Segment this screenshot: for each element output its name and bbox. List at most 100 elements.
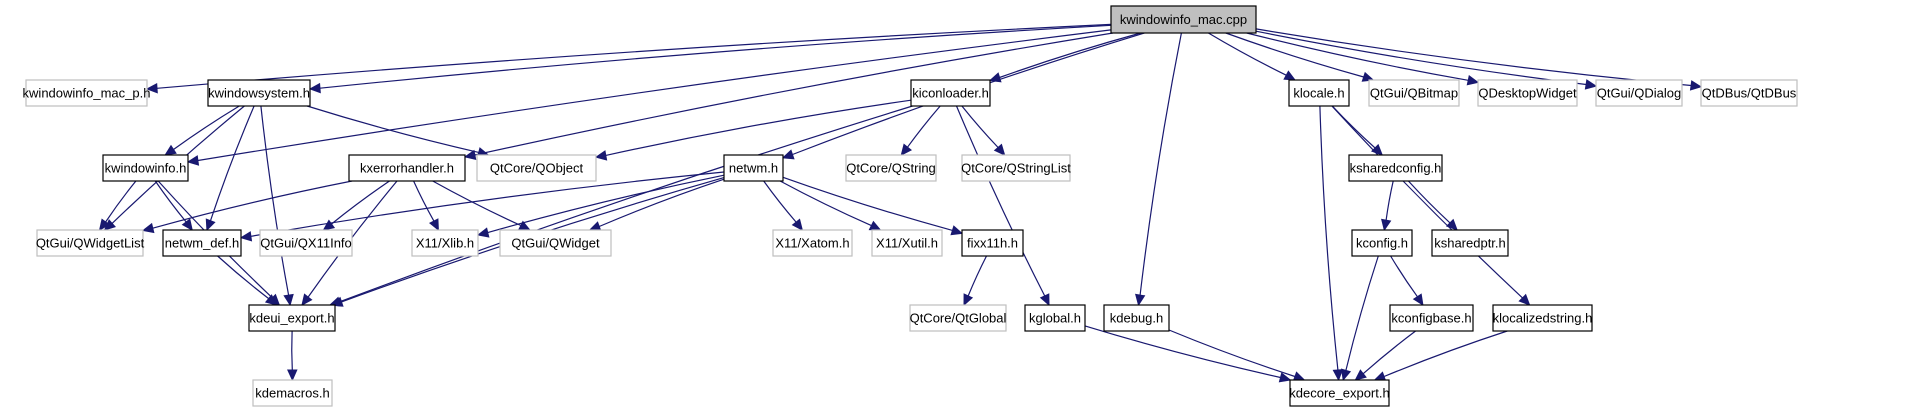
node-box <box>476 154 597 182</box>
node-label: QtCore/QtGlobal <box>910 311 1007 326</box>
node-ksharedconfig[interactable]: ksharedconfig.h <box>1348 154 1443 182</box>
edge-root-to-kxerrorhandler <box>463 32 1113 161</box>
node-box <box>1389 304 1474 332</box>
node-kwindowsystem[interactable]: kwindowsystem.h <box>207 79 311 107</box>
edge-netwm-to-xatom <box>763 180 804 231</box>
node-fixx11h[interactable]: fixx11h.h <box>961 229 1024 257</box>
node-kconfig[interactable]: kconfig.h <box>1351 229 1413 257</box>
node-label: ksharedptr.h <box>1434 236 1506 251</box>
node-label: QtGui/QDialog <box>1597 86 1682 101</box>
node-label: QtDBus/QtDBus <box>1702 86 1797 101</box>
edge-kwindowinfo-to-netwm_def <box>154 180 193 231</box>
arrowhead-icon <box>308 82 321 94</box>
edge-kwindowsystem-to-netwm_def <box>205 105 255 232</box>
arrowhead-icon <box>950 225 964 236</box>
node-kwindowinfo[interactable]: kwindowinfo.h <box>102 154 189 182</box>
arrowhead-icon <box>181 218 193 231</box>
node-root: kwindowinfo_mac.cpp <box>1110 5 1257 34</box>
node-klocale[interactable]: klocale.h <box>1288 79 1350 107</box>
node-label: QtCore/QStringList <box>961 161 1071 176</box>
edge-netwm-to-netwm_def <box>239 171 725 242</box>
node-qx11info: QtGui/QX11Info <box>259 229 353 257</box>
edge-netwm-to-fixx11h <box>782 176 964 236</box>
node-kglobal[interactable]: kglobal.h <box>1024 304 1086 332</box>
edge-root-to-klocale <box>1208 32 1297 81</box>
arrowhead-icon <box>98 218 111 231</box>
node-kdecore_export[interactable]: kdecore_export.h <box>1289 379 1390 407</box>
node-xlib: X11/Xlib.h <box>411 229 479 257</box>
edge-kiconloader-to-qobject <box>594 99 912 161</box>
edge-line <box>105 180 137 223</box>
arrowhead-icon <box>283 293 294 307</box>
arrowhead-icon <box>145 82 158 94</box>
edge-klocale-to-kdecore_export <box>1319 105 1344 382</box>
node-box <box>1103 304 1170 332</box>
node-box <box>25 79 148 107</box>
node-label: kdecore_export.h <box>1289 386 1389 401</box>
edge-line <box>1383 330 1508 378</box>
arrowhead-icon <box>1278 372 1292 383</box>
arrowhead-icon <box>1381 218 1392 232</box>
edge-line <box>1331 105 1376 149</box>
node-kwindowinfo_mac_p: kwindowinfo_mac_p.h <box>23 79 151 107</box>
node-label: kdemacros.h <box>255 386 329 401</box>
arrowhead-icon <box>900 143 913 156</box>
node-netwm[interactable]: netwm.h <box>723 154 784 182</box>
node-ksharedptr[interactable]: ksharedptr.h <box>1431 229 1509 257</box>
node-kiconloader[interactable]: kiconloader.h <box>910 79 991 107</box>
edge-line <box>1362 330 1416 375</box>
node-box <box>252 379 333 407</box>
edge-netwm-to-xlib <box>476 174 725 238</box>
node-kdeui_export[interactable]: kdeui_export.h <box>248 304 336 332</box>
node-box <box>36 229 144 257</box>
node-label: kiconloader.h <box>912 86 989 101</box>
node-qobject: QtCore/QObject <box>476 154 597 182</box>
node-label: kglobal.h <box>1029 311 1081 326</box>
edge-line <box>1255 30 1587 86</box>
edge-line <box>1168 329 1296 378</box>
node-box <box>910 79 991 107</box>
arrowhead-icon <box>988 72 1002 83</box>
edge-root-to-kiconloader <box>988 32 1141 83</box>
node-box <box>1368 79 1460 107</box>
node-label: X11/Xutil.h <box>876 236 938 251</box>
arrowhead-icon <box>164 144 177 156</box>
edge-root-to-kwindowsystem <box>308 24 1112 94</box>
arrowhead-icon <box>463 149 477 161</box>
edge-line <box>413 180 435 222</box>
arrowhead-icon <box>993 143 1006 156</box>
node-box <box>1700 79 1798 107</box>
arrowhead-icon <box>1689 80 1703 91</box>
edge-line <box>291 330 293 371</box>
edge-line <box>1255 28 1692 87</box>
node-box <box>499 229 612 257</box>
edge-line <box>173 105 240 150</box>
node-kconfigbase[interactable]: kconfigbase.h <box>1389 304 1474 332</box>
node-label: QtCore/QString <box>846 161 936 176</box>
edge-kconfigbase-to-kdecore_export <box>1354 330 1416 381</box>
arrowhead-icon <box>239 231 253 242</box>
node-label: kxerrorhandler.h <box>360 161 454 176</box>
node-box <box>1595 79 1683 107</box>
node-label: klocalizedstring.h <box>1493 311 1593 326</box>
node-box <box>961 154 1071 182</box>
edge-line <box>1139 32 1182 296</box>
arrowhead-icon <box>1283 70 1297 81</box>
node-klocalizedstring[interactable]: klocalizedstring.h <box>1492 304 1593 332</box>
arrowhead-icon <box>1445 218 1458 231</box>
node-kdebug[interactable]: kdebug.h <box>1103 304 1170 332</box>
edge-line <box>152 180 353 229</box>
node-kxerrorhandler[interactable]: kxerrorhandler.h <box>348 154 466 182</box>
node-label: kconfigbase.h <box>1391 311 1471 326</box>
edge-line <box>1084 325 1281 379</box>
node-label: X11/Xatom.h <box>775 236 849 251</box>
node-box <box>207 79 311 107</box>
edge-line <box>782 176 953 231</box>
node-xatom: X11/Xatom.h <box>772 229 853 257</box>
edge-line <box>1319 105 1339 371</box>
node-netwm_def[interactable]: netwm_def.h <box>162 229 242 257</box>
node-label: X11/Xlib.h <box>416 236 474 251</box>
node-box <box>723 154 784 182</box>
node-label: kwindowinfo_mac_p.h <box>23 86 151 101</box>
